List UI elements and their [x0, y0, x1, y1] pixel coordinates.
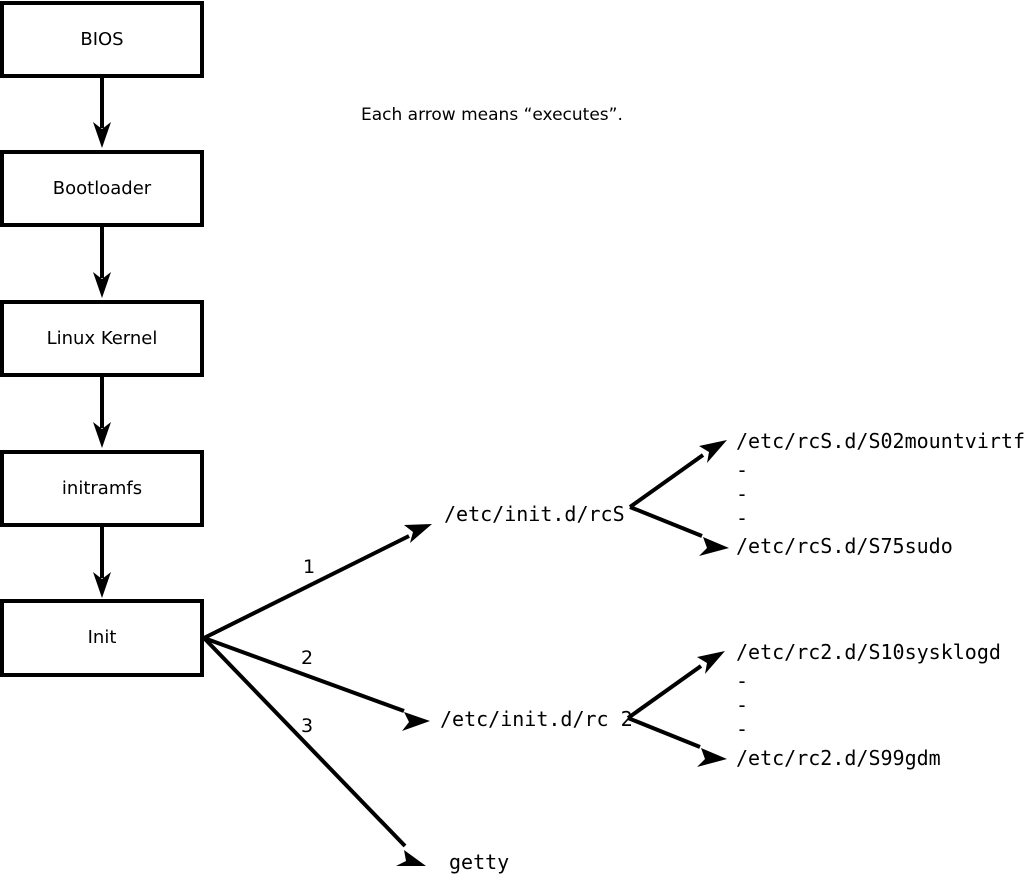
arrow-head [93, 272, 111, 298]
arrow-rc2-to-first-script [626, 651, 725, 720]
edge-number-2: 2 [301, 647, 313, 669]
arrow-head [404, 524, 432, 543]
init-label: Init [88, 627, 117, 648]
arrow-shaft [629, 505, 703, 538]
script-label-rc2-first: /etc/rc2.d/S10sysklogd [736, 640, 1001, 664]
arrow-init-to-getty: 3 [202, 636, 426, 866]
arrow-rcs-to-first-script [628, 440, 727, 509]
bios-box [0, 1, 204, 78]
arrow-head [93, 422, 111, 448]
arrow-bootloader-to-kernel [93, 225, 111, 298]
bootloader-label: Bootloader [53, 178, 152, 199]
ellipsis-dash: - [736, 506, 748, 530]
script-label-rc2-last: /etc/rc2.d/S99gdm [736, 746, 941, 770]
node-bootloader: Bootloader [0, 150, 204, 227]
arrow-shaft [626, 664, 703, 720]
arrow-init-to-rcs: 1 [203, 524, 432, 640]
arrow-shaft [203, 636, 405, 713]
ellipsis-dash: - [736, 717, 748, 741]
arrow-kernel-to-initramfs [93, 375, 111, 448]
arrow-head [699, 537, 729, 556]
arrow-shaft [203, 534, 410, 640]
diagram-caption: Each arrow means “executes”. [361, 105, 623, 125]
arrow-head [699, 440, 727, 463]
arrow-initramfs-to-init [93, 525, 111, 598]
target-label-rcs: /etc/init.d/rcS [444, 502, 625, 526]
arrow-head [396, 850, 426, 866]
arrow-bios-to-bootloader [93, 76, 111, 148]
ellipsis-dash: - [736, 482, 748, 506]
bios-label: BIOS [80, 29, 123, 50]
node-initramfs: initramfs [0, 450, 204, 527]
node-bios: BIOS [0, 1, 204, 78]
arrow-head [402, 712, 430, 731]
linux-kernel-box [0, 300, 204, 377]
arrow-rcs-to-last-script [629, 505, 729, 556]
script-label-rcs-first: /etc/rcS.d/S02mountvirtfs [736, 429, 1024, 453]
target-label-getty: getty [449, 850, 509, 874]
ellipsis-dash: - [736, 458, 748, 482]
ellipsis-dash: - [736, 693, 748, 717]
ellipsis-dash: - [736, 669, 748, 693]
arrow-head [93, 122, 111, 148]
init-box [0, 599, 204, 677]
arrow-head [93, 572, 111, 598]
node-linux-kernel: Linux Kernel [0, 300, 204, 377]
arrow-shaft [628, 453, 705, 509]
node-init: Init [0, 599, 204, 677]
arrow-init-to-rc2: 2 [203, 636, 430, 731]
arrow-rc2-to-last-script [627, 716, 727, 767]
linux-kernel-label: Linux Kernel [47, 328, 158, 349]
edge-number-3: 3 [301, 715, 313, 737]
target-label-rc2: /etc/init.d/rc 2 [440, 707, 633, 731]
initramfs-label: initramfs [62, 478, 142, 499]
arrow-head [697, 748, 727, 767]
arrow-shaft [627, 716, 701, 749]
bootloader-box [0, 150, 204, 227]
arrow-shaft [202, 636, 407, 848]
edge-number-1: 1 [303, 556, 315, 578]
script-label-rcs-last: /etc/rcS.d/S75sudo [736, 534, 953, 558]
arrow-head [697, 651, 725, 674]
